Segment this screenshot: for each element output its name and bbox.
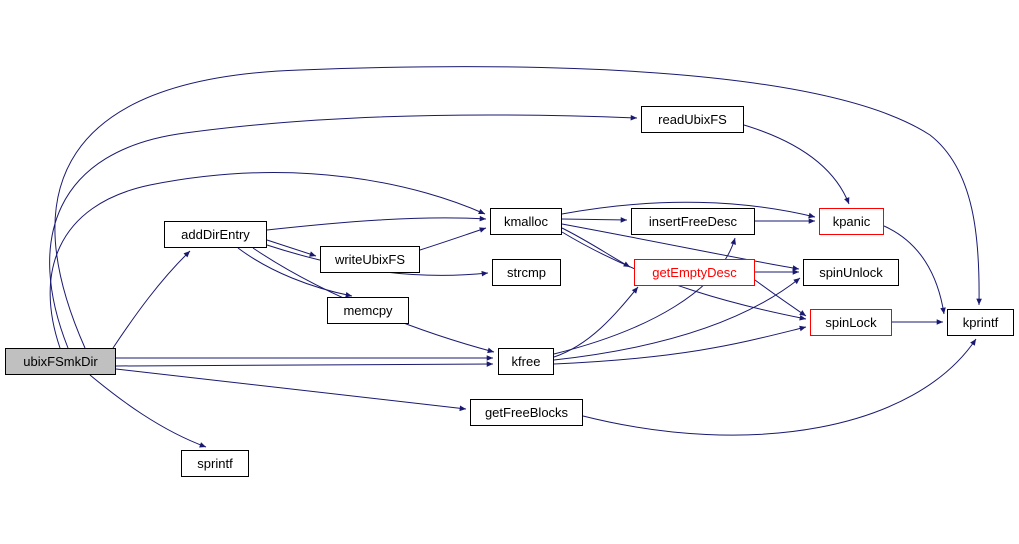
node-ubixFSmkDir: ubixFSmkDir (5, 348, 116, 375)
edge-kmalloc-spinLock (561, 231, 807, 321)
edge-ubixFSmkDir-readUbixFS (49, 114, 638, 349)
node-kfree[interactable]: kfree (498, 348, 554, 375)
node-spinUnlock[interactable]: spinUnlock (803, 259, 899, 286)
edge-kfree-insertFreeDesc (553, 237, 736, 355)
edge-addDirEntry-kmalloc (266, 215, 487, 231)
edge-addDirEntry-memcpy (237, 247, 353, 298)
edge-writeUbixFS-kmalloc (419, 227, 487, 251)
node-kprintf[interactable]: kprintf (947, 309, 1014, 336)
node-addDirEntry[interactable]: addDirEntry (164, 221, 267, 248)
node-sprintf[interactable]: sprintf (181, 450, 249, 477)
edge-kmalloc-insertFreeDesc (561, 217, 628, 223)
edge-kmalloc-getEmptyDesc (561, 227, 631, 268)
edge-ubixFSmkDir-kmalloc (49, 172, 486, 349)
edge-ubixFSmkDir-kfree-2 (115, 361, 494, 367)
edge-getEmptyDesc-spinLock (754, 279, 807, 317)
edge-ubixFSmkDir-getFreeBlocks (115, 368, 467, 412)
node-memcpy[interactable]: memcpy (327, 297, 409, 324)
node-kpanic[interactable]: kpanic (819, 208, 884, 235)
node-readUbixFS[interactable]: readUbixFS (641, 106, 744, 133)
node-writeUbixFS[interactable]: writeUbixFS (320, 246, 420, 273)
edge-kfree-spinLock (553, 325, 807, 365)
edge-kmalloc-kpanic (561, 201, 816, 219)
node-insertFreeDesc[interactable]: insertFreeDesc (631, 208, 755, 235)
edge-ubixFSmkDir-kprintf (54, 66, 982, 349)
edge-kmalloc-spinUnlock (561, 223, 800, 271)
edge-addDirEntry-writeUbixFS (266, 239, 317, 257)
edge-kpanic-kprintf (883, 225, 946, 315)
node-strcmp[interactable]: strcmp (492, 259, 561, 286)
node-spinLock[interactable]: spinLock (810, 309, 892, 336)
edge-ubixFSmkDir-addDirEntry (112, 250, 191, 349)
edge-kfree-spinUnlock (553, 277, 801, 361)
edge-kfree-getEmptyDesc (553, 286, 639, 358)
node-getEmptyDesc[interactable]: getEmptyDesc (634, 259, 755, 286)
edge-readUbixFS-kpanic (743, 124, 850, 205)
node-kmalloc[interactable]: kmalloc (490, 208, 562, 235)
edge-ubixFSmkDir-sprintf (89, 374, 207, 448)
node-getFreeBlocks[interactable]: getFreeBlocks (470, 399, 583, 426)
edge-getFreeBlocks-kprintf (582, 338, 977, 436)
